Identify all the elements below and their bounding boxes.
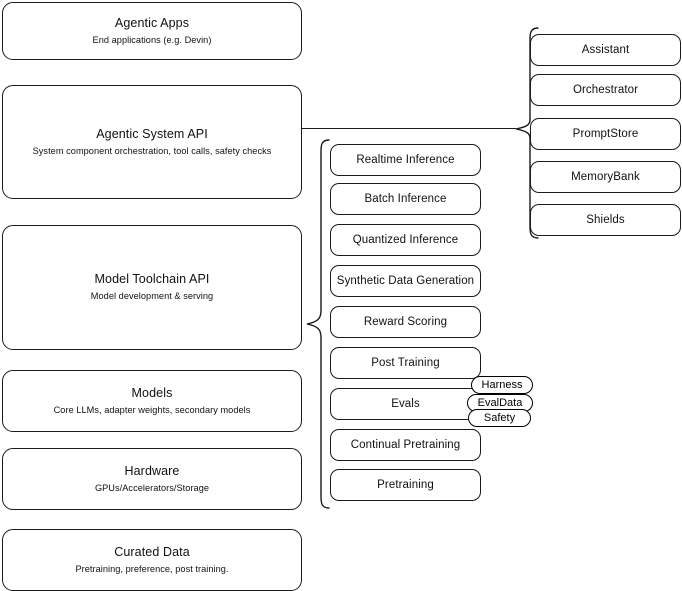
capability-label: Quantized Inference bbox=[352, 233, 459, 246]
stack-layer-model-toolchain-api[interactable]: Model Toolchain API Model development & … bbox=[2, 225, 302, 350]
component-promptstore[interactable]: PromptStore bbox=[530, 118, 681, 150]
stack-layer-hardware[interactable]: Hardware GPUs/Accelerators/Storage bbox=[2, 448, 302, 510]
component-label: Assistant bbox=[581, 43, 630, 56]
component-label: Shields bbox=[586, 213, 625, 226]
evals-chip-safety[interactable]: Safety bbox=[468, 409, 531, 427]
capability-post-training[interactable]: Post Training bbox=[330, 347, 481, 379]
capability-label: Realtime Inference bbox=[356, 153, 455, 166]
brace-toolchain-capabilities bbox=[306, 139, 330, 509]
stack-layer-agentic-apps[interactable]: Agentic Apps End applications (e.g. Devi… bbox=[2, 2, 302, 60]
layer-title: Hardware bbox=[124, 463, 180, 478]
component-label: Orchestrator bbox=[572, 83, 639, 96]
component-label: MemoryBank bbox=[571, 170, 640, 183]
component-memorybank[interactable]: MemoryBank bbox=[530, 161, 681, 193]
capability-pretraining[interactable]: Pretraining bbox=[330, 469, 481, 501]
layer-title: Agentic System API bbox=[96, 126, 208, 141]
stack-layer-curated-data[interactable]: Curated Data Pretraining, preference, po… bbox=[2, 529, 302, 591]
stack-layer-agentic-system-api[interactable]: Agentic System API System component orch… bbox=[2, 85, 302, 199]
capability-label: Synthetic Data Generation bbox=[336, 274, 475, 287]
stack-layer-models[interactable]: Models Core LLMs, adapter weights, secon… bbox=[2, 370, 302, 432]
capability-reward-scoring[interactable]: Reward Scoring bbox=[330, 306, 481, 338]
layer-subtitle: End applications (e.g. Devin) bbox=[92, 34, 212, 45]
capability-realtime-inference[interactable]: Realtime Inference bbox=[330, 144, 481, 176]
capability-label: Continual Pretraining bbox=[350, 438, 461, 451]
chip-label: Harness bbox=[481, 379, 523, 391]
component-shields[interactable]: Shields bbox=[530, 204, 681, 236]
layer-title: Agentic Apps bbox=[114, 15, 190, 30]
component-label: PromptStore bbox=[572, 127, 639, 140]
capability-continual-pretraining[interactable]: Continual Pretraining bbox=[330, 429, 481, 461]
capability-label: Batch Inference bbox=[364, 192, 447, 205]
capability-batch-inference[interactable]: Batch Inference bbox=[330, 183, 481, 215]
chip-label: Safety bbox=[483, 412, 516, 424]
capability-synthetic-data-generation[interactable]: Synthetic Data Generation bbox=[330, 265, 481, 297]
layer-subtitle: Model development & serving bbox=[90, 291, 214, 302]
layer-title: Curated Data bbox=[114, 544, 190, 559]
capability-quantized-inference[interactable]: Quantized Inference bbox=[330, 224, 481, 256]
capability-label: Evals bbox=[391, 397, 420, 410]
layer-title: Models bbox=[131, 385, 173, 400]
connector-system-api-to-components bbox=[302, 128, 516, 130]
layer-subtitle: GPUs/Accelerators/Storage bbox=[94, 482, 210, 493]
component-orchestrator[interactable]: Orchestrator bbox=[530, 74, 681, 106]
chip-label: EvalData bbox=[477, 397, 523, 409]
capability-label: Pretraining bbox=[377, 478, 434, 491]
component-assistant[interactable]: Assistant bbox=[530, 34, 681, 66]
layer-subtitle: Core LLMs, adapter weights, secondary mo… bbox=[53, 404, 251, 415]
capability-evals[interactable]: Evals bbox=[330, 388, 481, 420]
layer-subtitle: Pretraining, preference, post training. bbox=[75, 563, 229, 574]
capability-label: Post Training bbox=[371, 356, 440, 369]
layer-title: Model Toolchain API bbox=[94, 272, 210, 287]
evals-chip-evaldata[interactable]: EvalData bbox=[467, 394, 533, 412]
evals-chip-harness[interactable]: Harness bbox=[471, 376, 533, 394]
capability-label: Reward Scoring bbox=[363, 315, 448, 328]
layer-subtitle: System component orchestration, tool cal… bbox=[32, 145, 272, 156]
